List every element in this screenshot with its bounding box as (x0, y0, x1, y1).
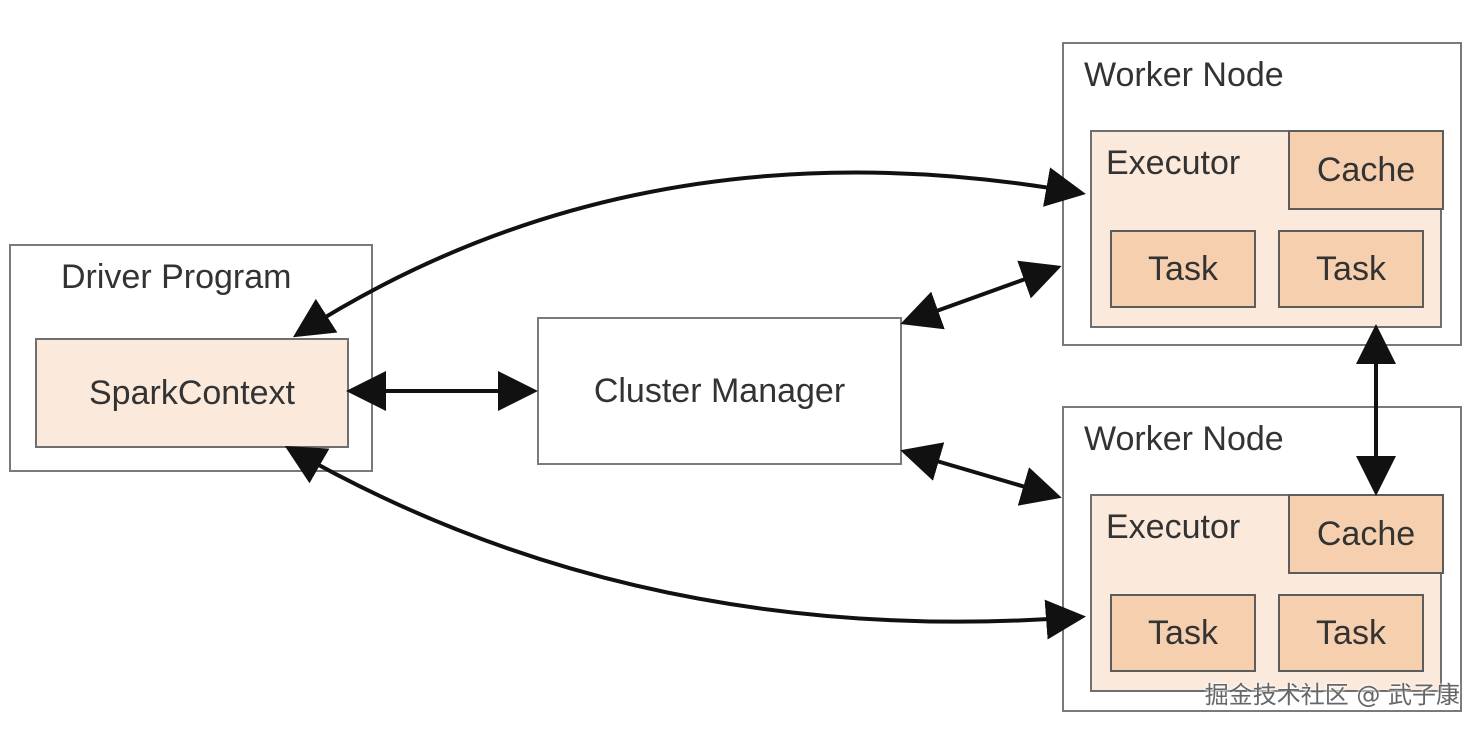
driver-program-box: Driver Program SparkContext (9, 244, 373, 472)
driver-program-title: Driver Program (61, 258, 292, 296)
arrow-driver-worker2 (284, 446, 1086, 640)
arrow-cluster-worker1 (900, 260, 1062, 330)
executor-1-label: Executor (1106, 144, 1241, 182)
watermark-text: 掘金技术社区 @ 武子康 (1204, 681, 1460, 709)
executor-1: Executor Cache Task Task (1090, 130, 1444, 328)
task-2a-label: Task (1148, 613, 1218, 652)
cache-2: Cache (1288, 494, 1444, 574)
arrow-driver-worker1 (292, 167, 1086, 338)
arrow-cluster-worker2 (900, 442, 1062, 506)
worker-node-2-title: Worker Node (1084, 420, 1284, 458)
cache-1: Cache (1288, 130, 1444, 210)
worker-node-2: Worker Node Executor Cache Task Task (1062, 406, 1462, 712)
task-1a-label: Task (1148, 249, 1218, 288)
worker-node-1: Worker Node Executor Cache Task Task (1062, 42, 1462, 346)
executor-2: Executor Cache Task Task (1090, 494, 1444, 692)
cache-1-label: Cache (1316, 150, 1416, 189)
sparkcontext-label: SparkContext (89, 373, 295, 412)
task-1b-label: Task (1316, 249, 1386, 288)
cluster-manager-label: Cluster Manager (593, 371, 846, 410)
worker-node-1-title: Worker Node (1084, 56, 1284, 94)
task-2b: Task (1278, 594, 1424, 672)
executor-2-label: Executor (1106, 508, 1241, 546)
task-1b: Task (1278, 230, 1424, 308)
task-1a: Task (1110, 230, 1256, 308)
task-2b-label: Task (1316, 613, 1386, 652)
task-2a: Task (1110, 594, 1256, 672)
cache-2-label: Cache (1316, 514, 1416, 553)
cluster-manager-box: Cluster Manager (537, 317, 902, 465)
sparkcontext-box: SparkContext (35, 338, 349, 448)
